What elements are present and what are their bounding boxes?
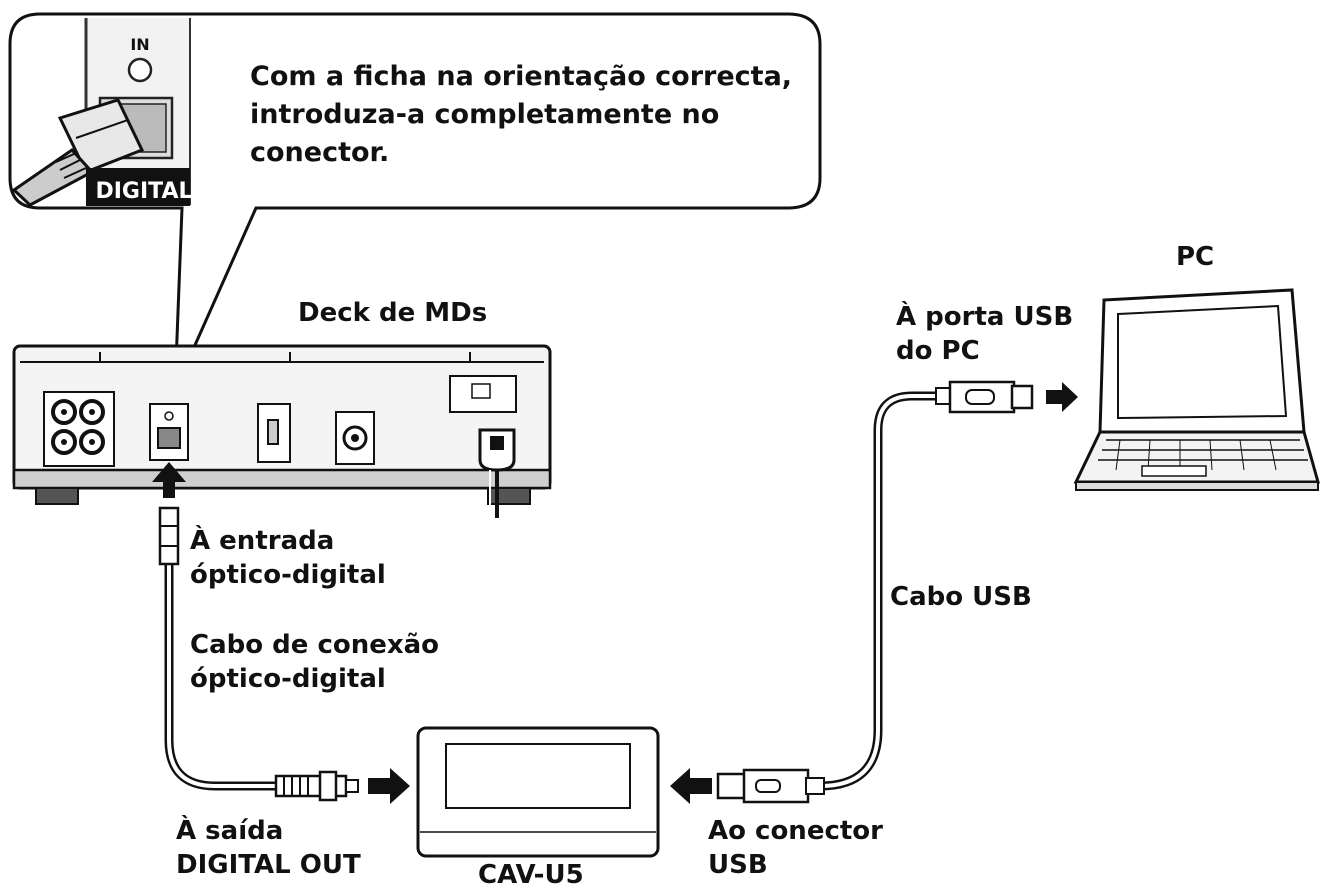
usb-cable-label: Cabo USB xyxy=(890,582,1032,612)
panel-digital-label: DIGITAL xyxy=(95,179,192,204)
arrow-up-icon xyxy=(152,462,186,498)
label-line: Ao conector xyxy=(708,816,883,846)
callout-text: Com a ficha na orientação correcta, intr… xyxy=(250,58,792,172)
arrow-right-icon xyxy=(1046,382,1078,412)
label-line: óptico-digital xyxy=(190,664,386,694)
pc-label: PC xyxy=(1176,242,1215,272)
label-line: USB xyxy=(708,850,768,880)
label-line: Cabo de conexão xyxy=(190,630,440,660)
callout-bubble xyxy=(8,12,822,391)
optical-cable-label: Cabo de conexão óptico-digital xyxy=(190,628,439,696)
label-line: óptico-digital xyxy=(190,560,386,590)
optical-input-label: À entrada óptico-digital xyxy=(190,524,386,592)
panel-in-label: IN xyxy=(130,35,149,54)
md-deck-illustration xyxy=(12,344,552,518)
usb-cable-illustration xyxy=(716,380,1034,804)
usb-connector-label: Ao conector USB xyxy=(708,814,883,882)
arrow-right-icon xyxy=(368,768,410,804)
cav-u5-illustration xyxy=(416,726,660,858)
optical-cable-illustration xyxy=(158,506,359,802)
digital-out-label: À saída DIGITAL OUT xyxy=(176,814,361,882)
callout-line: introduza-a completamente no xyxy=(250,99,720,130)
usb-port-label: À porta USB do PC xyxy=(896,300,1073,368)
label-line: À saída xyxy=(176,816,284,846)
label-line: do PC xyxy=(896,336,980,366)
label-line: À porta USB xyxy=(896,302,1074,332)
cav-u5-label: CAV-U5 xyxy=(478,860,584,890)
port-closeup-illustration xyxy=(11,18,191,207)
md-deck-label: Deck de MDs xyxy=(298,298,488,328)
label-line: À entrada xyxy=(190,526,335,556)
arrow-left-icon xyxy=(670,768,712,804)
callout-line: conector. xyxy=(250,137,390,168)
callout-line: Com a ficha na orientação correcta, xyxy=(250,61,793,92)
laptop-pc-illustration xyxy=(1073,288,1320,491)
label-line: DIGITAL OUT xyxy=(176,850,361,880)
